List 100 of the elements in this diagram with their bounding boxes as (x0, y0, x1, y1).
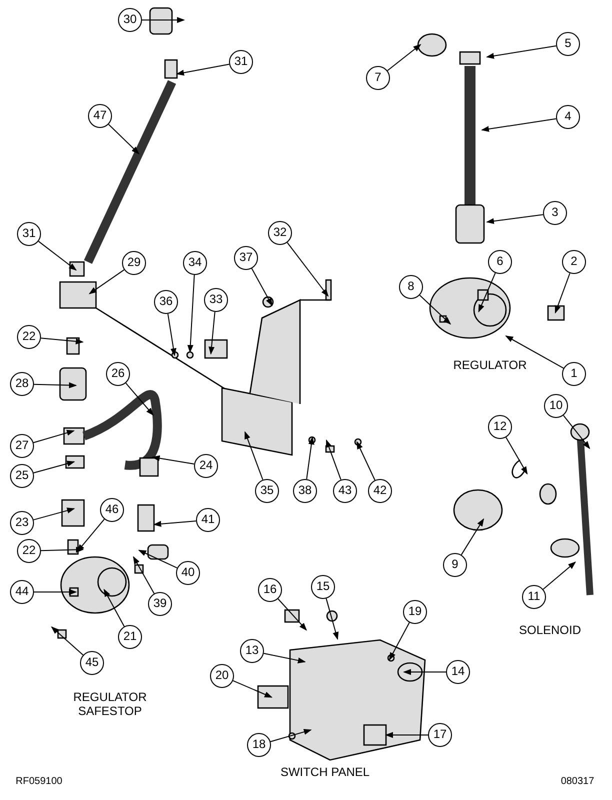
callout-number: 21 (118, 625, 142, 649)
callout-number: 19 (403, 600, 427, 624)
callout-number: 27 (10, 434, 34, 458)
callout-number: 30 (118, 8, 142, 32)
callout-number: 37 (234, 246, 258, 270)
leader-line (460, 518, 484, 556)
assembly-caption: REGULATOR (452, 358, 528, 372)
callout-number: 31 (229, 50, 253, 74)
callout-number: 8 (399, 275, 423, 299)
callout-number: 12 (488, 415, 512, 439)
callout-number: 14 (446, 660, 470, 684)
callout-number: 24 (194, 454, 218, 478)
callout-number: 32 (268, 221, 292, 245)
callout-number: 3 (543, 201, 567, 225)
callout-number: 10 (544, 394, 568, 418)
leader-line (403, 669, 446, 675)
leader-line (244, 431, 264, 480)
callout-number: 2 (562, 250, 586, 274)
leader-line (486, 214, 544, 224)
callout-number: 16 (258, 578, 282, 602)
callout-number: 42 (368, 479, 392, 503)
leader-line (286, 242, 329, 297)
callout-number: 31 (17, 222, 41, 246)
callout-number: 26 (106, 362, 130, 386)
callout-number: 9 (443, 553, 467, 577)
assembly-caption: SWITCH PANEL (279, 765, 371, 779)
callout-number: 22 (17, 325, 41, 349)
callout-number: 1 (562, 362, 586, 386)
leader-line (263, 652, 306, 664)
leader-line (232, 680, 273, 698)
leader-line (326, 439, 342, 480)
leader-line (389, 622, 410, 660)
leader-line (40, 546, 84, 553)
callout-number: 17 (428, 723, 452, 747)
callout-number: 23 (10, 511, 34, 535)
callout-number: 38 (293, 479, 317, 503)
assembly-caption: REGULATOR SAFESTOP (72, 690, 148, 718)
leader-line (326, 598, 339, 640)
leader-line (176, 64, 230, 76)
callout-number: 20 (210, 664, 234, 688)
callout-number: 7 (366, 66, 390, 90)
leader-line (386, 44, 422, 72)
leader-line (486, 45, 557, 59)
leader-line (419, 294, 452, 325)
leader-line (33, 508, 76, 520)
leader-line (40, 338, 84, 344)
leader-line (187, 274, 195, 353)
leader-line (133, 556, 155, 594)
leader-line (562, 414, 590, 450)
leader-line (270, 729, 312, 742)
leader-line (251, 268, 273, 306)
leader-line (33, 460, 76, 474)
leader-line (152, 455, 195, 465)
callout-number: 22 (17, 539, 41, 563)
callout-number: 36 (154, 290, 178, 314)
leader-line (34, 589, 77, 595)
leader-line (356, 441, 376, 481)
leader-line (554, 272, 570, 314)
leader-line (104, 588, 125, 627)
leader-line (167, 313, 176, 356)
assembly-caption: SOLENOID (518, 623, 582, 637)
callout-number: 44 (10, 580, 34, 604)
leader-line (153, 520, 197, 527)
leader-line (278, 598, 307, 631)
leader-line (88, 269, 125, 294)
callout-number: 41 (196, 508, 220, 532)
drawing-number: 080317 (560, 776, 596, 787)
callout-number: 39 (148, 592, 172, 616)
drawing-number: RF059100 (14, 776, 64, 787)
leader-line (108, 124, 140, 154)
callout-number: 6 (488, 250, 512, 274)
callout-number: 43 (333, 479, 357, 503)
leader-line (50, 626, 84, 656)
callout-number: 4 (556, 105, 580, 129)
callout-number: 29 (122, 251, 146, 275)
leader-line (385, 732, 428, 738)
leader-line (306, 436, 314, 480)
leader-line (138, 550, 178, 568)
leader-line (33, 430, 75, 444)
callout-number: 45 (80, 651, 104, 675)
callout-number: 15 (311, 575, 335, 599)
leader-line (506, 436, 528, 475)
callout-number: 5 (556, 32, 580, 56)
callout-number: 35 (255, 479, 279, 503)
callout-number: 40 (176, 561, 200, 585)
callout-number: 18 (247, 733, 271, 757)
leader-line (542, 562, 576, 590)
callout-number: 25 (10, 464, 34, 488)
callout-number: 28 (10, 372, 34, 396)
callout-number: 13 (240, 639, 264, 663)
callout-number: 33 (204, 288, 228, 312)
leader-line (208, 311, 216, 355)
callout-number: 47 (88, 104, 112, 128)
leader-line (505, 336, 564, 369)
leader-line (34, 382, 77, 388)
leader-line (38, 240, 77, 271)
callout-number: 46 (100, 498, 124, 522)
leader-line (481, 118, 557, 132)
callout-number: 11 (522, 585, 546, 609)
callout-number: 34 (183, 251, 207, 275)
